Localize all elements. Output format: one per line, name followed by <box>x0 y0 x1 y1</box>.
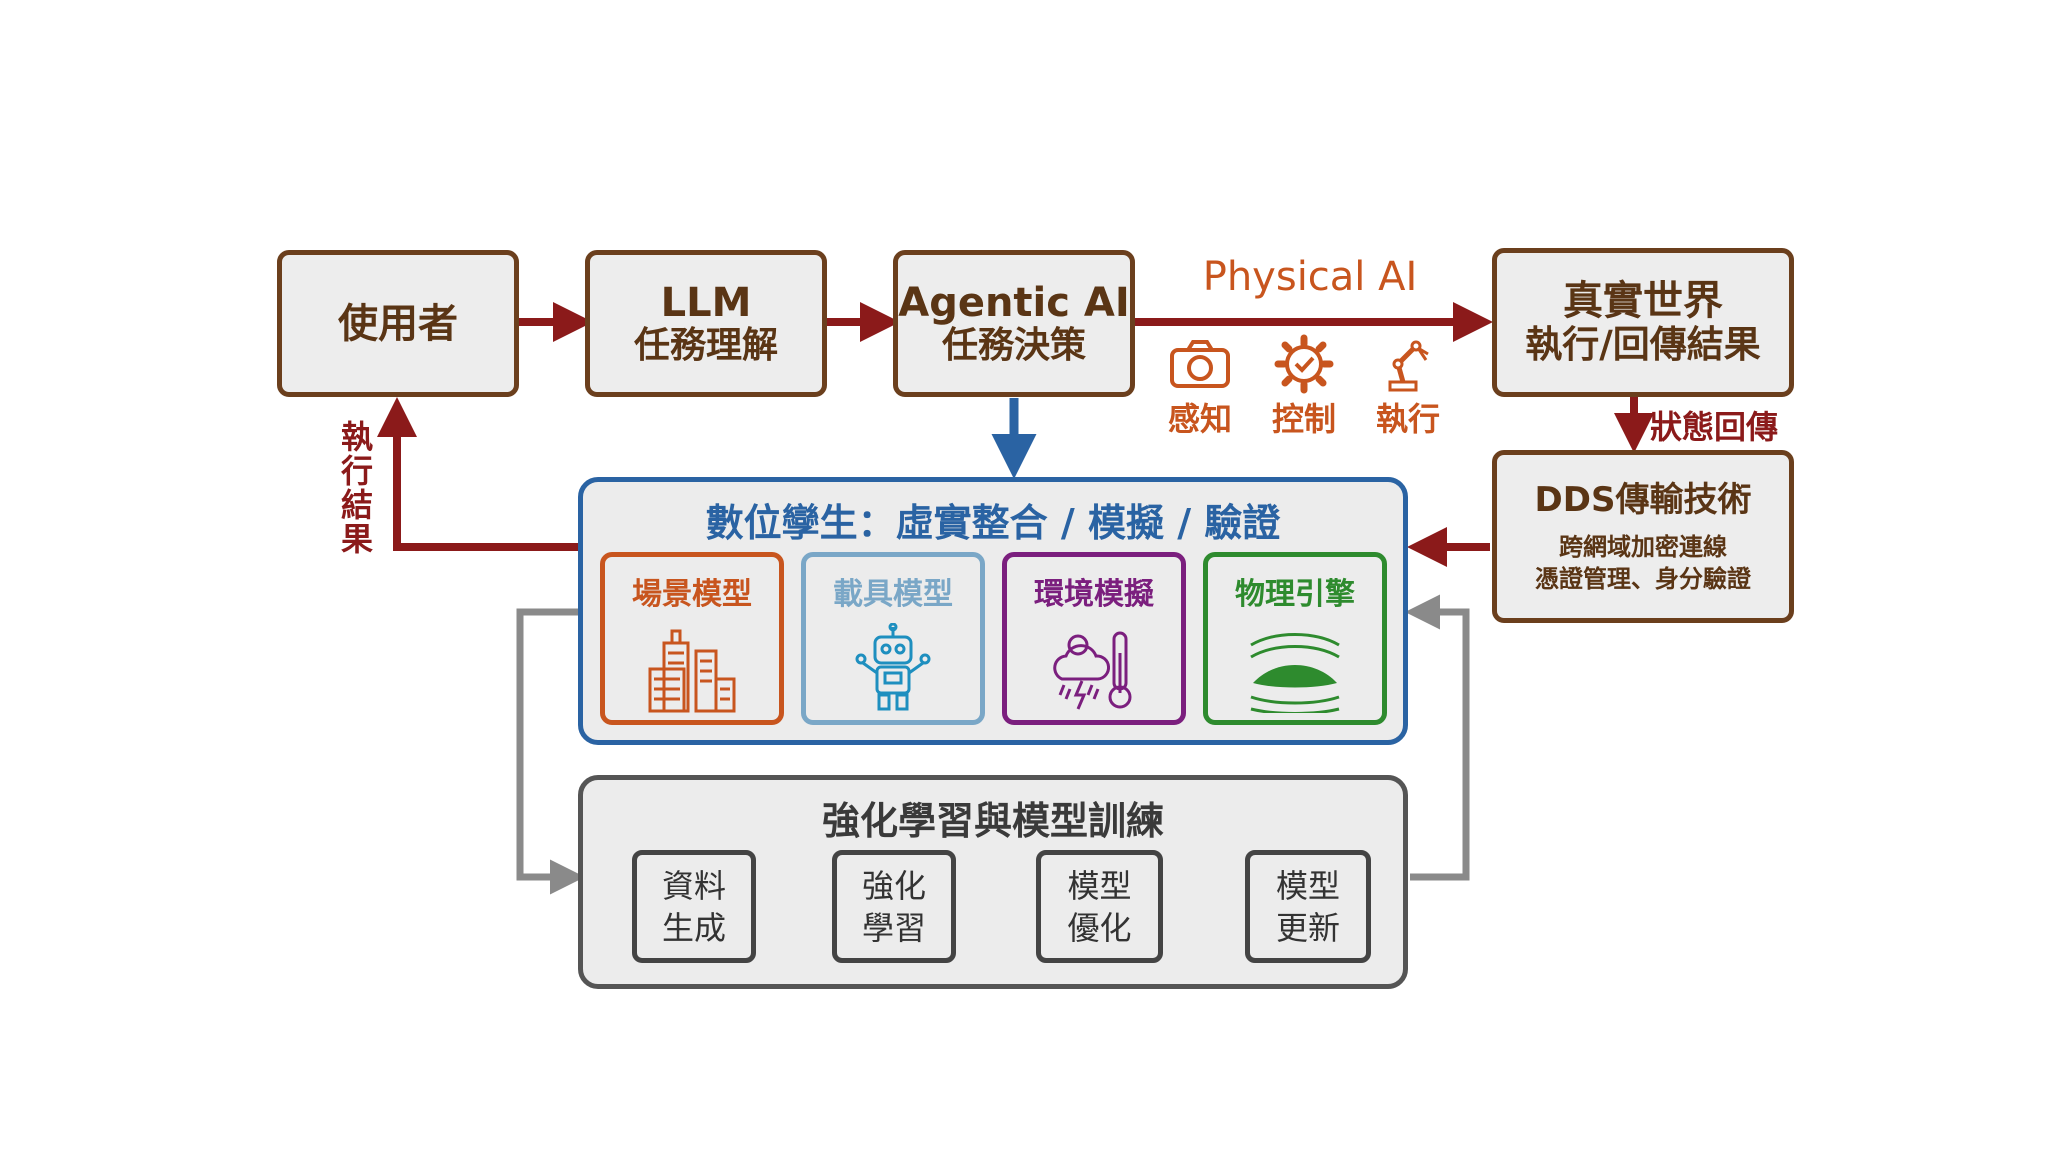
real-world-node: 真實世界 執行/回傳結果 <box>1492 248 1794 397</box>
dds-line1: 跨網域加密連線 <box>1559 532 1727 561</box>
agentic-title: Agentic AI <box>898 279 1130 326</box>
twin-model-environment: 環境模擬 <box>1002 552 1186 725</box>
robot-arm-icon <box>1366 334 1450 394</box>
exec-result-char-3: 結 <box>340 486 373 524</box>
dds-node: DDS傳輸技術 跨網域加密連線 憑證管理、身分驗證 <box>1492 450 1794 623</box>
exec-result-label: 執 行 結 果 <box>337 420 377 556</box>
state-return-label: 狀態回傳 <box>1650 408 1779 446</box>
arrow-twin-user <box>377 397 578 551</box>
step-1-line2: 生成 <box>661 908 726 947</box>
agentic-subtitle: 任務決策 <box>941 324 1086 366</box>
capability-execution-label: 執行 <box>1375 400 1440 438</box>
camera-icon <box>1158 338 1242 394</box>
arrow-training-twin <box>1405 594 1470 881</box>
training-step-model-optimization: 模型 優化 <box>1036 850 1163 963</box>
real-world-subtitle: 執行/回傳結果 <box>1525 322 1761 366</box>
vehicle-model-label: 載具模型 <box>833 577 953 612</box>
twin-model-physics: 物理引擎 <box>1203 552 1387 725</box>
llm-title: LLM <box>660 279 752 326</box>
city-buildings-icon <box>646 623 738 717</box>
exec-result-char-2: 行 <box>340 452 373 490</box>
gear-icon <box>1262 334 1346 394</box>
capability-control: 控制 <box>1262 334 1346 440</box>
physical-ai-label: Physical AI <box>1202 254 1418 300</box>
capability-execution: 執行 <box>1366 334 1450 440</box>
exec-result-char-4: 果 <box>340 520 373 558</box>
dds-title: DDS傳輸技術 <box>1534 479 1752 520</box>
robot-icon <box>847 622 939 717</box>
training-step-data-generation: 資料 生成 <box>632 850 756 963</box>
agentic-node: Agentic AI 任務決策 <box>893 250 1135 397</box>
capability-control-label: 控制 <box>1271 400 1336 438</box>
weather-thermometer-icon <box>1048 623 1140 717</box>
scene-model-label: 場景模型 <box>632 577 752 612</box>
capability-perception: 感知 <box>1158 338 1242 440</box>
step-4-line1: 模型 <box>1275 866 1340 905</box>
step-2-line2: 學習 <box>861 908 926 947</box>
user-node: 使用者 <box>277 250 519 397</box>
airflow-icon <box>1245 623 1345 717</box>
real-world-title: 真實世界 <box>1563 277 1723 324</box>
step-4-line2: 更新 <box>1275 908 1340 947</box>
llm-node: LLM 任務理解 <box>585 250 827 397</box>
training-step-model-update: 模型 更新 <box>1245 850 1371 963</box>
dds-line2: 憑證管理、身分驗證 <box>1535 564 1751 593</box>
exec-result-char-1: 執 <box>340 418 373 456</box>
llm-subtitle: 任務理解 <box>633 324 778 366</box>
twin-model-scene: 場景模型 <box>600 552 784 725</box>
arrow-twin-training <box>516 608 585 895</box>
user-label: 使用者 <box>338 300 458 347</box>
step-2-line1: 強化 <box>861 866 926 905</box>
twin-model-vehicle: 載具模型 <box>801 552 985 725</box>
environment-model-label: 環境模擬 <box>1034 577 1154 612</box>
digital-twin-title: 數位孿生：虛實整合 / 模擬 / 驗證 <box>705 501 1281 545</box>
physics-engine-label: 物理引擎 <box>1235 577 1355 612</box>
training-title: 強化學習與模型訓練 <box>821 799 1164 843</box>
step-3-line2: 優化 <box>1067 908 1132 947</box>
step-1-line1: 資料 <box>661 866 726 905</box>
training-step-reinforcement-learning: 強化 學習 <box>832 850 956 963</box>
capability-perception-label: 感知 <box>1167 400 1232 438</box>
step-3-line1: 模型 <box>1067 866 1132 905</box>
